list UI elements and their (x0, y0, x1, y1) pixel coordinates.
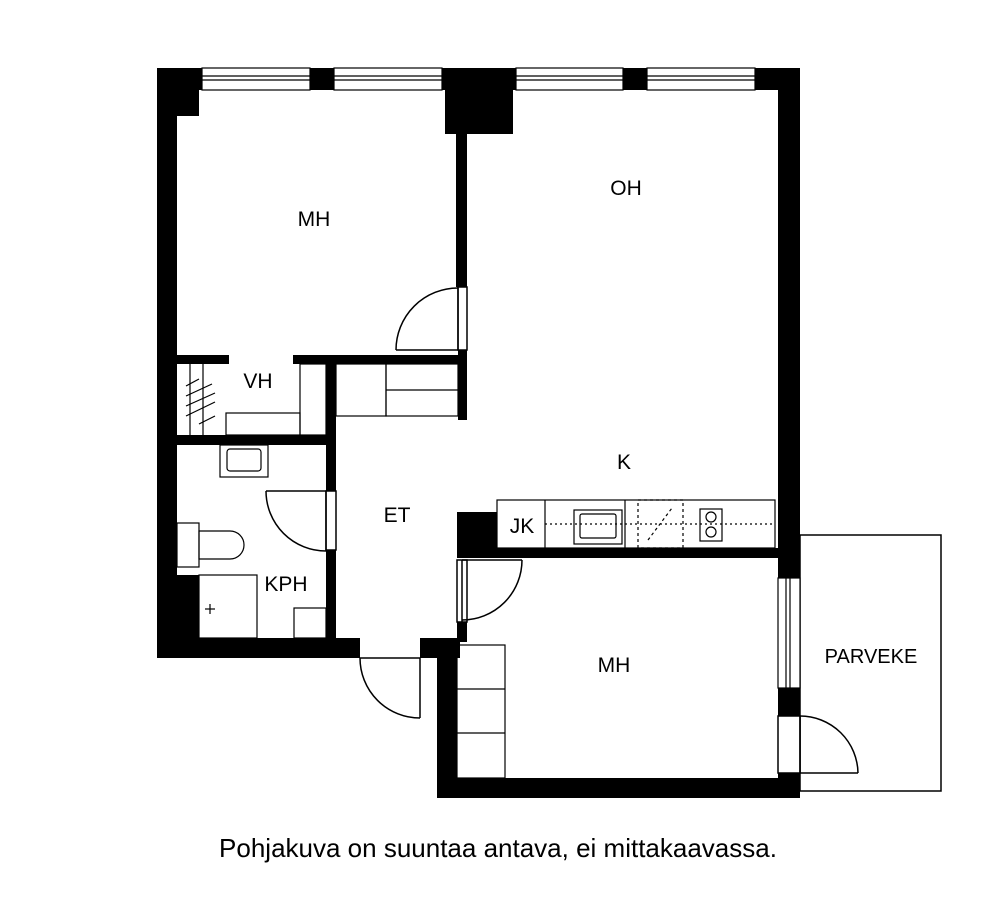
room-label-mh-bottom: MH (598, 654, 631, 677)
room-label-parveke: PARVEKE (825, 646, 918, 668)
doors (265, 286, 859, 774)
walls (157, 68, 800, 798)
room-label-mh-top: MH (298, 208, 331, 231)
room-label-kph: KPH (264, 573, 307, 596)
room-label-jk: JK (510, 515, 535, 538)
plan-caption: Pohjakuva on suuntaa antava, ei mittakaa… (219, 833, 777, 863)
windows (201, 67, 801, 689)
room-label-et: ET (384, 504, 411, 527)
room-label-vh: VH (243, 370, 272, 393)
room-label-oh: OH (610, 177, 642, 200)
room-label-k: K (617, 451, 631, 474)
fixtures (176, 363, 776, 779)
